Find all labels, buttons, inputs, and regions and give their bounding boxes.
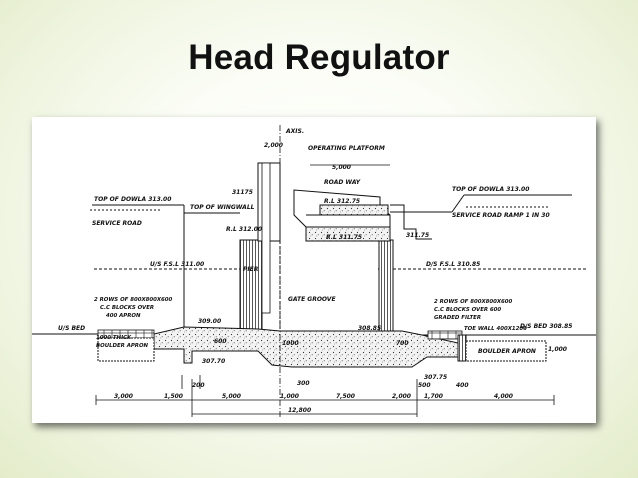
axis-label: AXIS.: [285, 128, 304, 135]
slide-title: Head Regulator: [188, 38, 450, 77]
us-bed-label: U/S BED: [58, 325, 85, 332]
rl-31275-label: R.L 312.75: [324, 198, 360, 205]
blocks-right-line-1: 2 ROWS OF 800X800X600: [434, 299, 513, 305]
pier-label: PIER: [243, 266, 259, 273]
operating-platform-label: OPERATING PLATFORM: [308, 145, 385, 152]
left-pier: [239, 239, 263, 335]
dim-700-label: 700: [396, 340, 409, 347]
dim-600-label: 600: [214, 338, 227, 345]
cc-blocks-right: [427, 330, 463, 340]
level-30775-label: 307.75: [424, 374, 447, 381]
boulder-apron-left: [97, 337, 155, 362]
dim-3000-label: 3,000: [114, 393, 133, 400]
head-regulator-drawing: AXIS. 2,000 OPERATING PLATFORM 5,000 ROA…: [32, 117, 596, 423]
dim-7500-label: 7,500: [336, 393, 355, 400]
dim-200-label: 200: [192, 382, 205, 389]
dim-1000-label: 1000: [282, 340, 299, 347]
regulator-floor: [153, 326, 459, 368]
right-pier: [378, 239, 394, 335]
boulder-left-line-1: 1000 THICK: [96, 335, 132, 341]
gate-groove-label: GATE GROOVE: [288, 296, 336, 303]
boulder-right-label: BOULDER APRON: [478, 348, 536, 355]
blocks-right-line-2: C.C BLOCKS OVER 600: [434, 307, 501, 313]
rl-31200-label: R.L 312.00: [226, 226, 262, 233]
blocks-right-line-3: GRADED FILTER: [434, 315, 481, 321]
dim-1700-label: 1,700: [424, 393, 443, 400]
dim-4000-label: 4,000: [494, 393, 513, 400]
service-road-ramp-label: SERVICE ROAD RAMP 1 IN 30: [452, 212, 550, 219]
us-fsl-label: U/S F.S.L 311.00: [150, 261, 204, 268]
level-31175-label: 31175: [232, 189, 253, 196]
dim-1500-label: 1,500: [164, 393, 183, 400]
dim-12800-label: 12,800: [288, 407, 311, 414]
dim-1000-right-label: 1,000: [548, 346, 567, 353]
roadway-width-label: 5,000: [332, 164, 351, 171]
blocks-left-line-3: 400 APRON: [106, 313, 141, 319]
axis-width-label: 2,000: [264, 142, 283, 149]
toe-wall-label: TOE WALL 400X1200: [464, 326, 527, 332]
level-31175-right-label: 311.75: [406, 232, 429, 239]
roadway-label: ROAD WAY: [324, 179, 361, 186]
cross-section-svg: AXIS. 2,000 OPERATING PLATFORM 5,000 ROA…: [32, 125, 596, 417]
toe-wall: [457, 334, 467, 362]
boulder-apron-right: [465, 340, 547, 362]
top-of-dowla-right-label: TOP OF DOWLA 313.00: [452, 186, 529, 193]
ds-fsl-label: D/S F.S.L 310.85: [426, 261, 480, 268]
top-of-wingwall-label: TOP OF WINGWALL: [190, 204, 255, 211]
dim-300-label: 300: [297, 380, 310, 387]
boulder-left-line-2: BOULDER APRON: [96, 343, 149, 349]
level-30885-label: 308.85: [358, 325, 381, 332]
level-30870-label: 307.70: [202, 358, 225, 365]
rl-31175-label: R.L 311.75: [326, 234, 362, 241]
dim-1000b-label: 1,000: [280, 393, 299, 400]
blocks-left-line-2: C.C BLOCKS OVER: [100, 305, 154, 311]
dim-500-label: 500: [418, 382, 431, 389]
dim-400-label: 400: [456, 382, 469, 389]
blocks-left-line-1: 2 ROWS OF 800X800X600: [94, 297, 173, 303]
level-30900-label: 309.00: [198, 318, 221, 325]
service-road-left-label: SERVICE ROAD: [92, 220, 142, 227]
top-of-dowla-left-label: TOP OF DOWLA 313.00: [94, 196, 171, 203]
dim-5000-label: 5,000: [222, 393, 241, 400]
dim-2000-label: 2,000: [392, 393, 411, 400]
ds-bed-label: D/S BED 308.85: [520, 323, 572, 330]
